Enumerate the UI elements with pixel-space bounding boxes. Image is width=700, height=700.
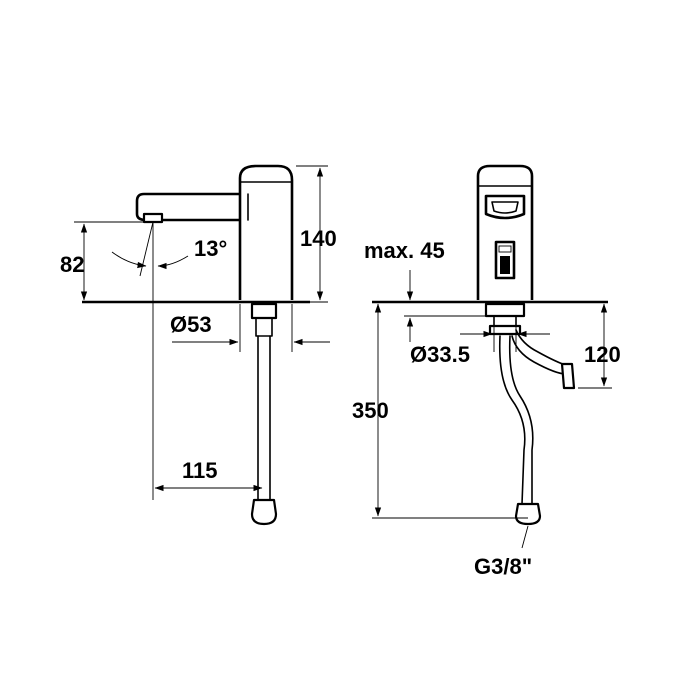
front-view: max. 45 350 Ø33.5 120 G3/8" [352,164,621,579]
fixing-nut [250,302,278,320]
front-fixing-nut [484,302,526,318]
angle-ref-line [139,221,154,277]
hose-left [498,335,534,505]
angle-arc-left [111,251,147,269]
angle-label: 13° [194,236,227,261]
hose-right-connector [560,362,576,390]
aerator [142,212,164,224]
dim-82-label: 82 [60,252,84,277]
front-washer [488,324,522,336]
dim-d335-label: Ø33.5 [410,342,470,367]
sensor-lens [491,201,519,214]
supply-hose [257,335,271,501]
hose-connector [250,498,278,526]
connection-leader [521,525,529,549]
front-hose-connector [514,502,542,526]
indicator-top [498,245,512,253]
dim-d53-label: Ø53 [170,312,212,337]
connection-label: G3/8" [474,554,532,579]
dim-115-label: 115 [182,458,218,483]
faucet-body [238,164,294,300]
spout [135,192,240,222]
sensor-window [484,194,526,220]
angle-arc-right [157,255,189,270]
hose-right [511,329,569,375]
side-view: 140 82 13° Ø53 115 [60,164,337,526]
dim-120-label: 120 [584,342,621,367]
dim-max45-label: max. 45 [364,238,445,263]
indicator-frame [494,240,516,280]
dim-350-label: 350 [352,398,389,423]
dim-140-label: 140 [300,226,337,251]
front-body [476,164,534,300]
indicator-led [500,256,510,274]
nut-shank [255,317,273,337]
